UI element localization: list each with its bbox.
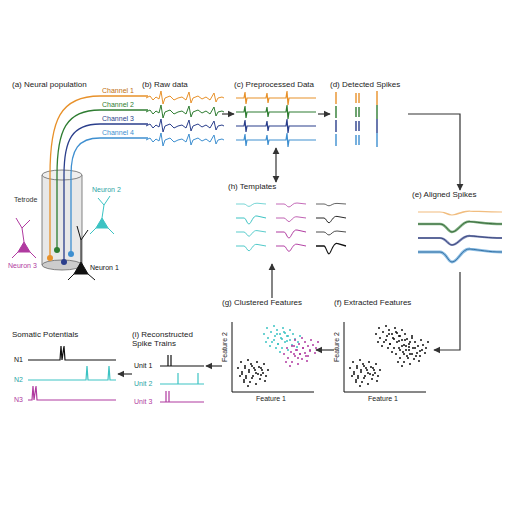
text-label: Channel 2 xyxy=(102,101,134,109)
panel: (f) Extracted Features xyxy=(334,298,434,402)
text-label: Feature 2 xyxy=(221,332,229,362)
panel-title: (h) Templates xyxy=(228,182,348,191)
channel-wires xyxy=(50,96,148,262)
flow-arrow xyxy=(118,373,132,374)
neuron-2 xyxy=(90,196,114,234)
panel: (e) Aligned Spikes xyxy=(412,190,508,272)
feature-scatter xyxy=(344,322,429,392)
panel-title: (g) Clustered Features xyxy=(222,298,316,307)
flow-arrow xyxy=(434,272,460,350)
flow-arrow xyxy=(318,113,330,114)
filtered-traces xyxy=(236,91,316,147)
flow-arrow xyxy=(408,114,460,190)
panel: (c) Preprocessed Data xyxy=(234,80,318,148)
template-waveforms xyxy=(236,203,346,254)
panel: Somatic Potentials xyxy=(12,330,118,418)
panel: (a) Neural population xyxy=(12,80,132,280)
neuron-3 xyxy=(12,218,36,258)
somatic-traces xyxy=(28,346,116,400)
flow-arrow xyxy=(271,264,272,298)
text-label: Unit 2 xyxy=(134,380,152,388)
panel: (b) Raw data xyxy=(142,80,222,148)
panel-title: (i) Reconstructed Spike Trains xyxy=(132,330,206,348)
spike-trains xyxy=(160,355,204,402)
text-label: Feature 1 xyxy=(368,395,398,403)
detected-snippets xyxy=(336,91,377,147)
raw-traces xyxy=(146,91,224,146)
flow-arrow xyxy=(316,349,334,350)
text-label: Unit 1 xyxy=(134,362,152,370)
text-label: N1 xyxy=(14,356,23,364)
text-label: Neuron 3 xyxy=(8,262,37,270)
text-label: Unit 3 xyxy=(134,398,152,406)
text-label: Feature 1 xyxy=(256,395,286,403)
panel: (h) Templates xyxy=(228,182,348,264)
text-label: Channel 4 xyxy=(102,129,134,137)
tetrode-cylinder xyxy=(42,170,82,270)
flow-arrow xyxy=(222,113,234,114)
text-label: Tetrode xyxy=(14,196,37,204)
text-label: Neuron 1 xyxy=(90,264,119,272)
panel-title: (f) Extracted Features xyxy=(334,298,434,307)
text-label: N2 xyxy=(14,376,23,384)
text-label: Channel 3 xyxy=(102,115,134,123)
panel-title: (d) Detected Spikes xyxy=(330,80,408,89)
cluster-scatter xyxy=(232,322,319,392)
panel-title: (c) Preprocessed Data xyxy=(234,80,318,89)
panel: (d) Detected Spikes xyxy=(330,80,408,148)
panel-title: (b) Raw data xyxy=(142,80,222,89)
electrode-sites xyxy=(47,247,74,265)
text-label: Feature 2 xyxy=(333,332,341,362)
text-label: Neuron 2 xyxy=(92,186,121,194)
text-label: N3 xyxy=(14,396,23,404)
panel-title: (e) Aligned Spikes xyxy=(412,190,508,199)
text-label: Channel 1 xyxy=(102,87,134,95)
panel: (g) Clustered Features xyxy=(222,298,316,402)
flow-arrow xyxy=(275,148,276,182)
flow-arrow xyxy=(206,365,222,366)
neuron-1 xyxy=(68,226,95,280)
aligned-waveforms xyxy=(418,211,502,262)
panel-title: Somatic Potentials xyxy=(12,330,118,339)
